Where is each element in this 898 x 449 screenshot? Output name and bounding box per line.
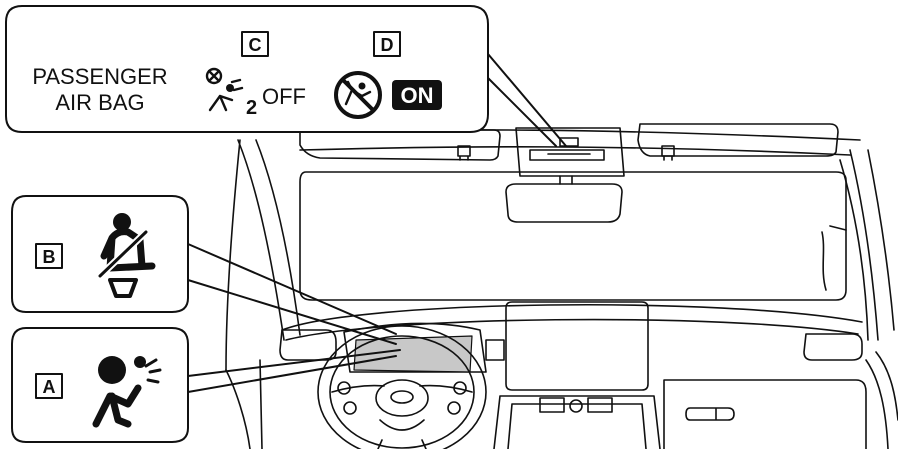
- left-lower-dash: [225, 359, 263, 449]
- right-pillar-trim: [821, 225, 847, 291]
- steering-wheel-emblem: [390, 390, 414, 404]
- passenger-airbag-label-line2: AIR BAG: [55, 90, 144, 115]
- center-console: [493, 395, 661, 449]
- callout-b-box: [35, 243, 63, 269]
- passenger-airbag-callout-box: PASSENGER AIR BAG C D 2 OFF ON: [5, 5, 489, 133]
- right-sun-visor: [637, 123, 839, 157]
- leader-top-box: [487, 53, 567, 147]
- right-door-panel: [865, 351, 898, 449]
- rear-view-mirror: [505, 183, 623, 223]
- srs-airbag-warning-icon: [92, 356, 162, 428]
- passenger-airbag-off-icon: 2: [205, 67, 257, 119]
- center-knob: [569, 399, 583, 413]
- passenger-airbag-label-line1: PASSENGER: [32, 64, 167, 89]
- dashboard-top: [281, 303, 863, 341]
- leader-b: [187, 243, 397, 345]
- callout-a-box: [35, 373, 63, 399]
- vehicle-interior: [225, 123, 898, 449]
- callout-c-label: C: [249, 35, 262, 55]
- left-air-vent: [279, 329, 337, 361]
- left-visor-clip: [457, 145, 471, 161]
- seatbelt-callout-box: B: [11, 195, 189, 313]
- airbag-warning-callout-box: A: [11, 327, 189, 443]
- steering-wheel-left-buttons: [337, 381, 357, 415]
- steering-wheel-rim-inner: [329, 335, 475, 449]
- top-box-outline: [5, 5, 489, 133]
- center-buttons: [539, 397, 613, 413]
- steering-wheel-column: [377, 439, 427, 449]
- left-a-pillar: [225, 139, 301, 371]
- callout-a-label: A: [43, 377, 56, 397]
- left-sun-visor: [299, 129, 501, 161]
- center-display: [505, 301, 649, 391]
- box-b-outline: [11, 195, 189, 313]
- svg-text:2: 2: [246, 97, 257, 119]
- center-left-vent: [485, 339, 505, 361]
- right-visor-clip: [661, 145, 675, 161]
- right-air-vent: [803, 333, 863, 361]
- instrument-cluster-hood: [343, 322, 487, 373]
- box-a-outline: [11, 327, 189, 443]
- callout-d-box: [373, 31, 401, 57]
- glove-box: [663, 379, 867, 449]
- seatbelt-reminder-icon: [96, 213, 156, 298]
- right-a-pillar: [839, 149, 895, 341]
- leader-lines: [187, 53, 567, 393]
- passenger-airbag-on-icon: [334, 71, 382, 119]
- headliner: [279, 129, 861, 156]
- airbag-off-text: OFF: [262, 84, 306, 109]
- windshield: [299, 171, 847, 301]
- on-badge: [392, 80, 442, 110]
- leader-a: [187, 349, 401, 393]
- callout-d-label: D: [381, 35, 394, 55]
- steering-wheel-spokes: [331, 384, 473, 431]
- callout-b-label: B: [43, 247, 56, 267]
- airbag-on-text: ON: [401, 83, 434, 108]
- steering-wheel-right-buttons: [447, 381, 467, 415]
- overhead-console-switch: [559, 137, 579, 147]
- glove-box-handle: [685, 407, 735, 421]
- callout-c-box: [241, 31, 269, 57]
- overhead-console: [515, 127, 625, 177]
- steering-wheel-hub: [375, 379, 429, 417]
- mirror-stem: [559, 175, 573, 185]
- steering-wheel-rim: [317, 325, 487, 449]
